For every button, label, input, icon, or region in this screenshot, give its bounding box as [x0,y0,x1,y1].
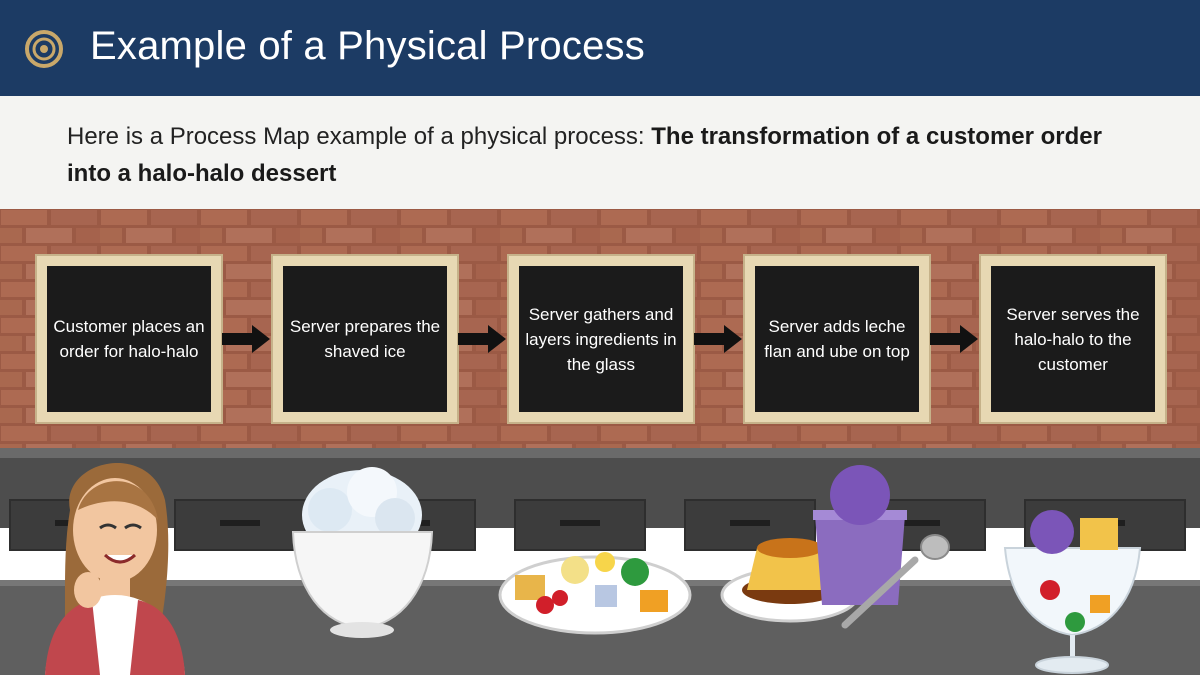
kitchen-counter-illustration [0,448,1200,675]
process-step-5: Server serves the halo-halo to the custo… [979,254,1167,424]
page-title: Example of a Physical Process [90,24,645,68]
title-bar: Example of a Physical Process [0,0,1200,96]
ring-logo-icon [25,30,63,68]
process-step-label: Server adds leche flan and ube on top [755,266,919,412]
process-step-4: Server adds leche flan and ube on top [743,254,931,424]
intro-panel: Here is a Process Map example of a physi… [0,96,1200,209]
process-step-label: Server serves the halo-halo to the custo… [991,266,1155,412]
shaved-ice-bowl-illustration [291,467,434,638]
halo-halo-glass-illustration [1003,510,1142,674]
arrow-right-icon [694,325,742,353]
intro-prefix: Here is a Process Map example of a physi… [67,123,652,150]
process-step-3: Server gathers and layers ingredients in… [507,254,695,424]
process-step-label: Server gathers and layers ingredients in… [519,266,683,412]
arrow-right-icon [930,325,978,353]
arrow-right-icon [222,325,270,353]
intro-emphasis: The transformation of a customer order i… [67,123,1102,187]
process-step-label: Customer places an order for halo-halo [47,266,211,412]
customer-illustration [45,462,185,675]
ube-ice-cream-illustration [813,465,950,629]
process-step-2: Server prepares the shaved ice [271,254,459,424]
process-step-1: Customer places an order for halo-halo [35,254,223,424]
ingredients-plate-illustration [498,552,692,635]
process-step-label: Server prepares the shaved ice [283,266,447,412]
intro-text: Here is a Process Map example of a physi… [67,118,1147,192]
arrow-right-icon [458,325,506,353]
